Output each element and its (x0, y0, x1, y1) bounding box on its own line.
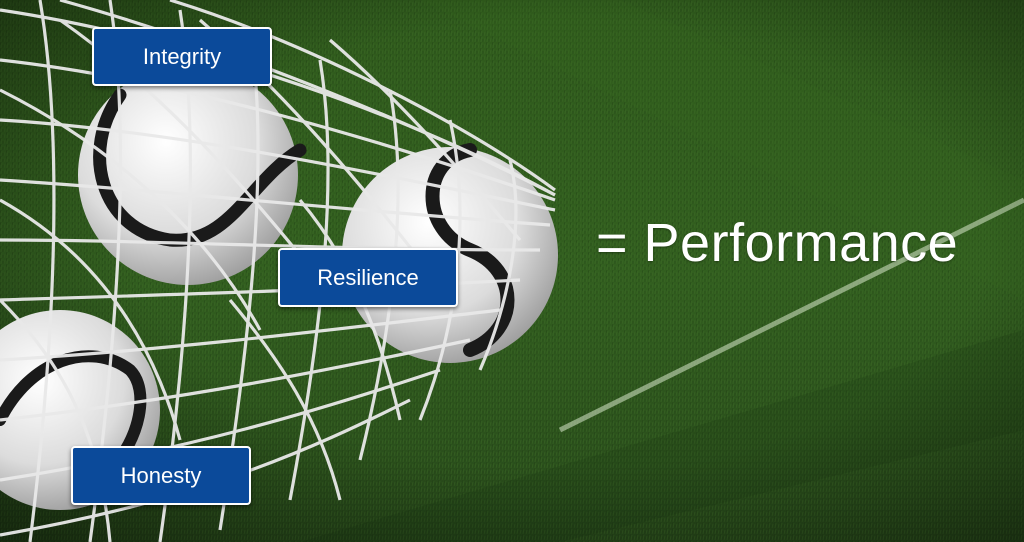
honesty-label: Honesty (120, 462, 202, 488)
integrity-label: Integrity (142, 43, 222, 69)
integrity-label-box: Integrity (92, 27, 272, 86)
goal-net (0, 0, 556, 542)
resilience-label: Resilience (317, 264, 419, 290)
performance-equation-text: = Performance (596, 213, 959, 273)
honesty-label-box: Honesty (71, 446, 251, 505)
resilience-label-box: Resilience (278, 248, 458, 307)
